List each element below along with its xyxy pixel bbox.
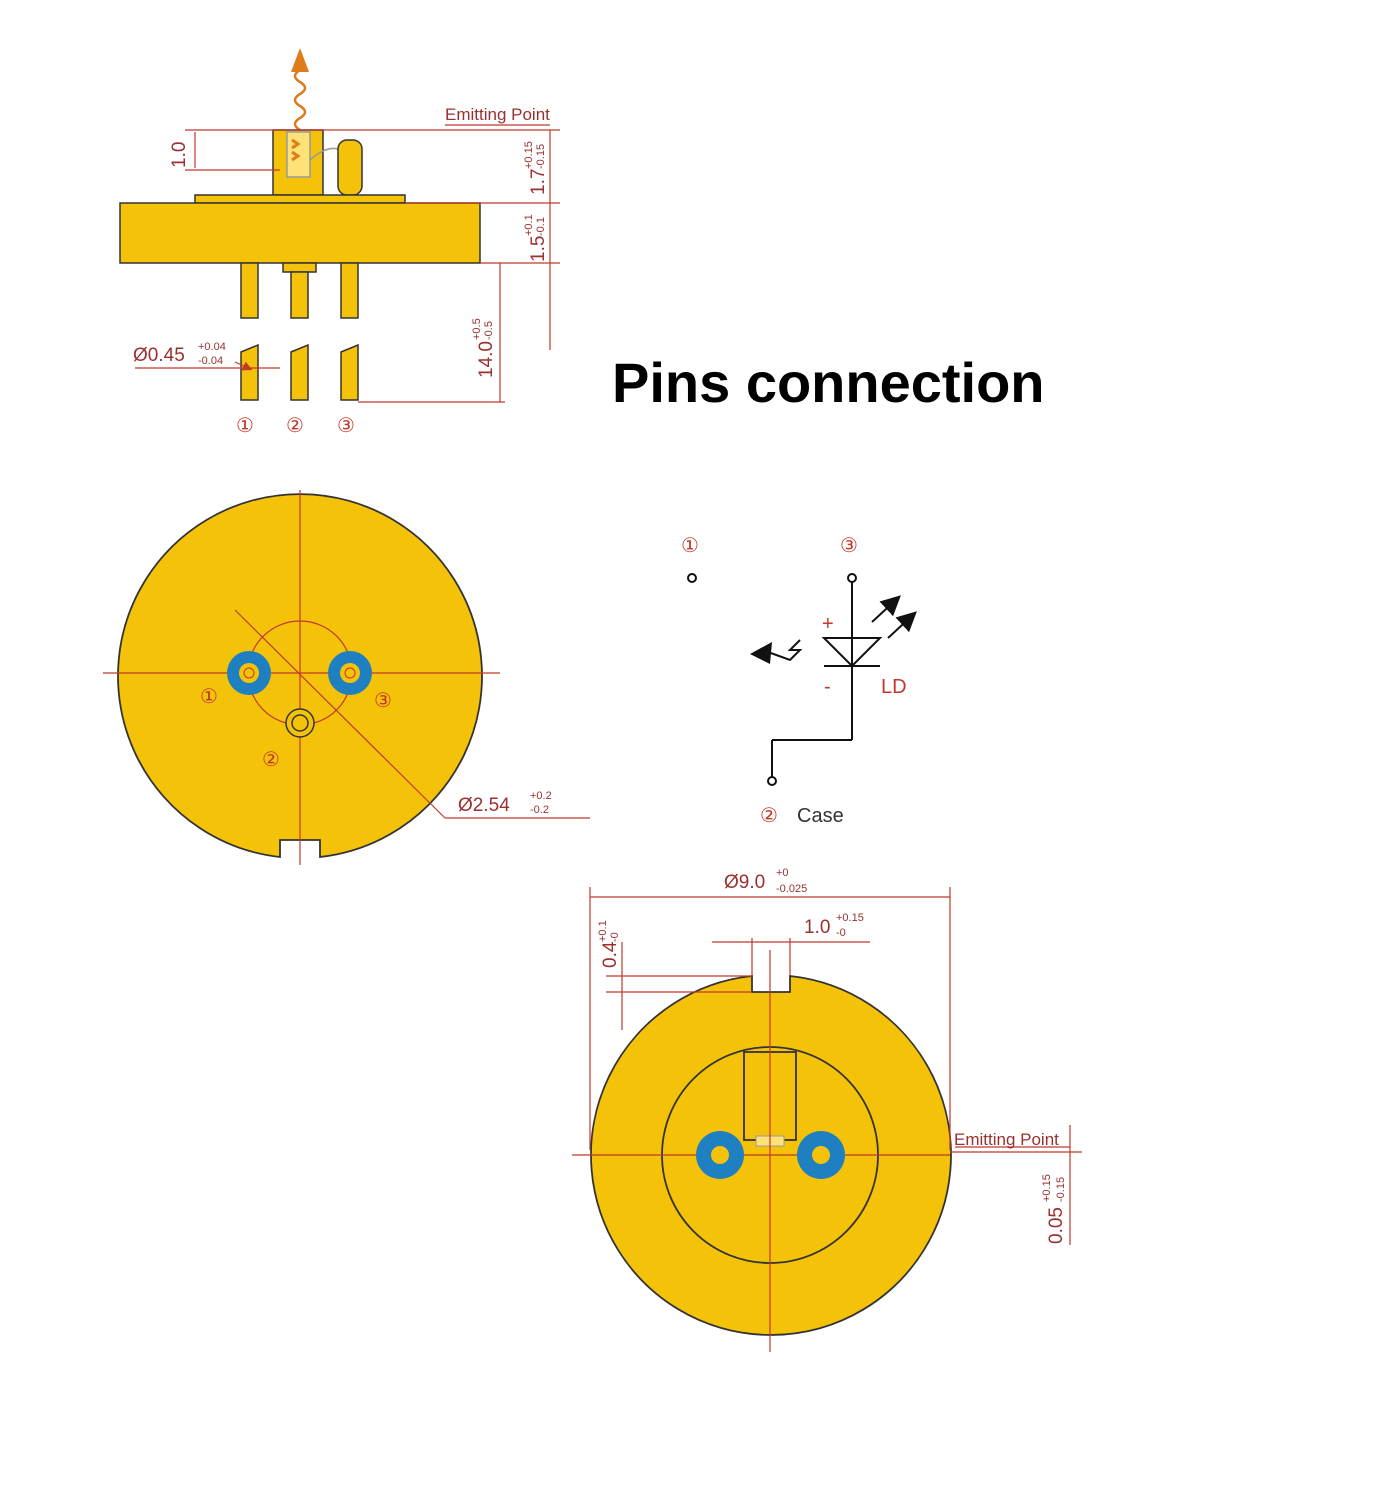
bottom-pin-3 — [328, 651, 372, 695]
schematic-pin-3-label: ③ — [840, 535, 858, 557]
dim-1-5-tol-up: +0.1 — [523, 214, 535, 236]
side-pin-1-label: ① — [236, 415, 254, 437]
pitch-diameter-tol-dn: -0.2 — [530, 804, 549, 816]
notch-depth-tol-dn: -0 — [609, 932, 621, 942]
dim-1-5-tol-dn: -0.1 — [535, 217, 547, 236]
side-pin-2-label: ② — [286, 415, 304, 437]
bottom-pin-3-label: ③ — [374, 690, 392, 712]
monitor-post — [337, 139, 363, 196]
dim-14-0: 14.0 — [476, 341, 497, 378]
top-pin-left — [696, 1131, 744, 1179]
top-emitting-point-label: Emitting Point — [954, 1130, 1059, 1149]
emitting-offset-tol-up: +0.15 — [1041, 1174, 1053, 1202]
header-base — [119, 202, 481, 264]
outer-diameter-label: Ø9.0 — [724, 872, 765, 893]
bottom-view: ① ② ③ Ø2.54 +0.2 -0.2 — [103, 490, 590, 865]
emitting-offset-tol-dn: -0.15 — [1055, 1177, 1067, 1202]
dim-1-7-tol-up: +0.15 — [523, 141, 535, 169]
pin-2-lower — [290, 343, 309, 401]
pin-diameter-tol-dn: -0.04 — [198, 355, 223, 367]
pin-1-upper — [240, 262, 259, 319]
pin-3-lower — [340, 343, 359, 401]
cathode-sign: - — [824, 676, 831, 698]
pin-1-lower — [240, 343, 259, 401]
dim-1-5: 1.5 — [528, 236, 549, 262]
emitting-point-label: Emitting Point — [445, 105, 550, 124]
dim-14-0-tol-up: +0.5 — [471, 318, 483, 340]
notch-width-tol-dn: -0 — [836, 927, 846, 939]
schematic-pin-1-label: ① — [681, 535, 699, 557]
pin-schematic: ① ③ + - LD ② Case — [681, 535, 917, 827]
dim-1-7-tol-dn: -0.15 — [535, 144, 547, 169]
laser-diode-icon — [821, 595, 917, 668]
notch-depth-tol-up: +0.1 — [597, 920, 609, 942]
bottom-pin-1 — [227, 651, 271, 695]
pin-2-upper — [290, 271, 309, 319]
pin-diameter-tol-up: +0.04 — [198, 341, 226, 353]
notch-depth-label: 0.4 — [600, 941, 621, 968]
bottom-pin-2 — [285, 708, 315, 738]
emitting-offset-label: 0.05 — [1046, 1207, 1067, 1244]
dim-1-0: 1.0 — [169, 142, 190, 168]
schematic-pin-3-terminal — [847, 573, 857, 583]
side-pin-3-label: ③ — [337, 415, 355, 437]
top-pin-right — [797, 1131, 845, 1179]
pin-3-upper — [340, 262, 359, 319]
header-flange-top — [194, 194, 406, 204]
dim-14-0-tol-dn: -0.5 — [483, 321, 495, 340]
notch-width-label: 1.0 — [804, 917, 830, 938]
pin-2-collar — [282, 262, 317, 273]
notch-width-tol-up: +0.15 — [836, 912, 864, 924]
pin-diameter-label: Ø0.45 — [133, 345, 185, 366]
dim-1-7: 1.7 — [528, 169, 549, 195]
schematic-pin-2-label: ② — [760, 805, 778, 827]
emission-wave-icon — [293, 68, 307, 132]
schematic-pin-2-terminal — [767, 776, 777, 786]
outer-diameter-tol-dn: -0.025 — [776, 883, 807, 895]
bottom-pin-1-label: ① — [200, 686, 218, 708]
feedback-arrow-icon — [750, 639, 803, 664]
page-title: Pins connection — [612, 351, 1045, 414]
laser-chip — [286, 131, 311, 178]
pitch-diameter-tol-up: +0.2 — [530, 790, 552, 802]
schematic-pin-1-terminal — [687, 573, 697, 583]
ld-label: LD — [881, 676, 907, 698]
anode-sign: + — [822, 613, 834, 635]
top-view: Ø9.0 +0 -0.025 1.0 +0.15 -0 0.4 +0.1 -0 … — [572, 867, 1082, 1352]
case-label: Case — [797, 805, 844, 827]
side-view: Emitting Point 1.0 1.7 +0.15 -0.15 1.5 +… — [119, 48, 560, 437]
emission-arrow-icon — [291, 48, 309, 72]
bottom-pin-2-label: ② — [262, 749, 280, 771]
outer-diameter-tol-up: +0 — [776, 867, 789, 879]
pitch-diameter-label: Ø2.54 — [458, 795, 510, 816]
